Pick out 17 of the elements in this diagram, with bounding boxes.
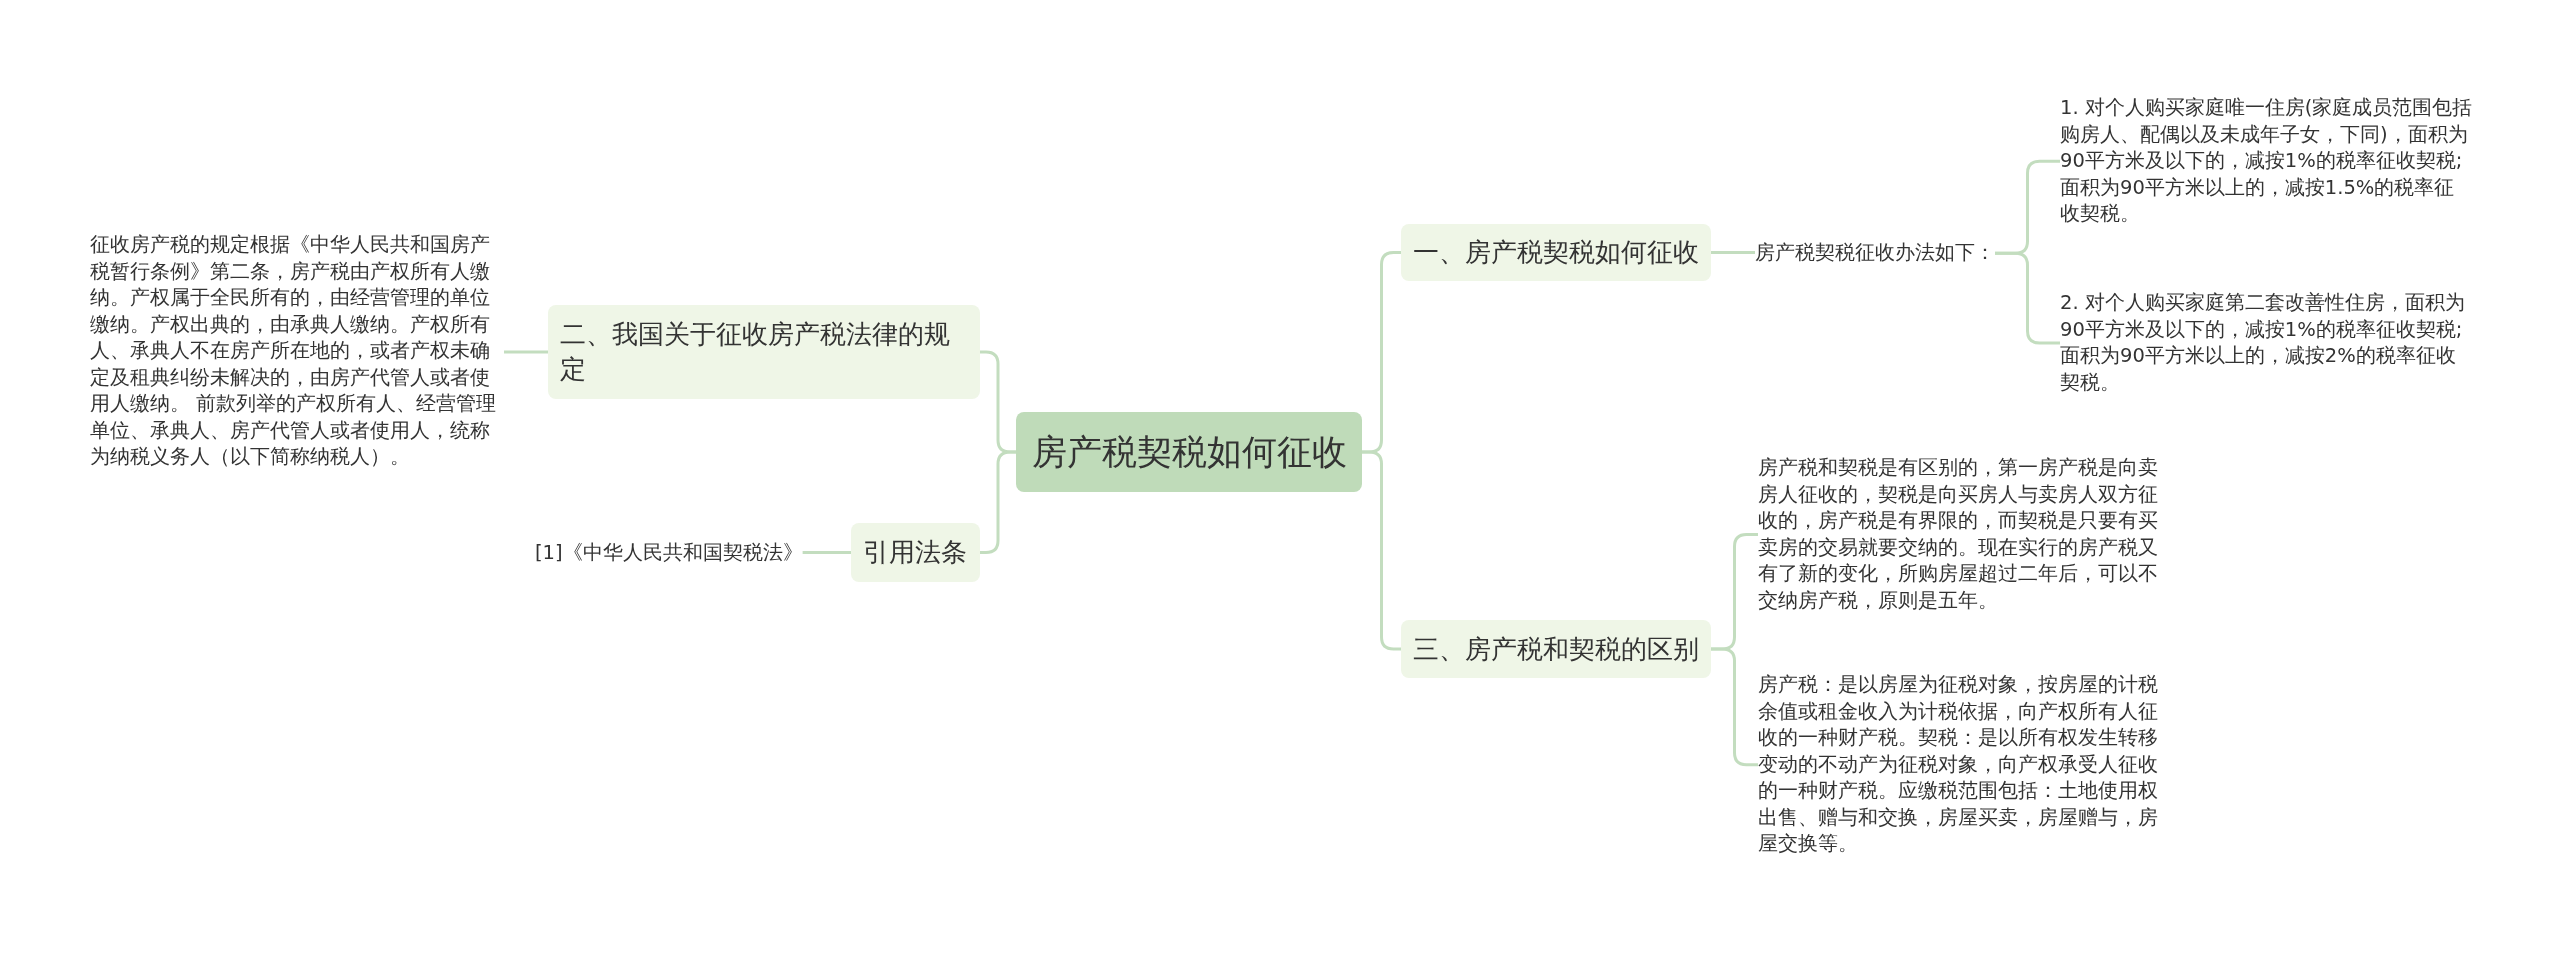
note-text: 1. 对个人购买家庭唯一住房(家庭成员范围包括购房人、配偶以及未成年子女，下同)，面积为90平方米及以下的，减按1%的税率征收契税;面积为90平方米以上的，减按1.5%的税率征收契税。 [2060, 95, 2474, 228]
connector-line [1362, 450, 1401, 651]
topic-box: 一、房产税契税如何征收 [1401, 224, 1711, 281]
topic-box: 三、房产税和契税的区别 [1401, 620, 1711, 678]
connector-line [980, 450, 1016, 554]
note-text: 房产税契税征收办法如下： [1755, 240, 1995, 267]
connector-line [1711, 251, 1755, 254]
note-text: 房产税：是以房屋为征税对象，按房屋的计税余值或租金收入为计税依据，向产权所有人征收的一种财产税。契税：是以所有权发生转移变动的不动产为征税对象，向产权承受人征收的一种财产税。应缴税范围包括：土地使用权出售、赠与和交换，房屋买卖，房屋赠与，房屋交换等。 [1758, 672, 2172, 858]
topic-box: 二、我国关于征收房产税法律的规定 [548, 305, 980, 399]
connector-line [504, 350, 548, 354]
topic-box: 引用法条 [851, 523, 980, 582]
note-text: [1]《中华人民共和国契税法》 [535, 540, 803, 567]
note-text: 房产税和契税是有区别的，第一房产税是向卖房人征收的，契税是向买房人与卖房人双方征收的，房产税是有界限的，而契税是只要有买卖房的交易就要交纳的。现在实行的房产税又有了新的变化，所购房屋超过二年后，可以不交纳房产税，原则是五年。 [1758, 455, 2172, 614]
note-text: 2. 对个人购买家庭第二套改善性住房，面积为90平方米及以下的，减按1%的税率征收契税;面积为90平方米以上的，减按2%的税率征收契税。 [2060, 290, 2474, 396]
note-text: 征收房产税的规定根据《中华人民共和国房产税暂行条例》第二条，房产税由产权所有人缴纳。产权属于全民所有的，由经营管理的单位缴纳。产权出典的，由承典人缴纳。产权所有人、承典人不在房产所在地的，或者产权未确定及租典纠纷未解决的，由房产代管人或者使用人缴纳。 前款列举的产权所有人、经营管理单位、承典人、房产代管人或者使用人，统称为纳税义务人（以下简称纳税人）。 [90, 232, 504, 471]
connector-line [802, 551, 851, 554]
central-topic-box: 房产税契税如何征收 [1016, 412, 1362, 492]
